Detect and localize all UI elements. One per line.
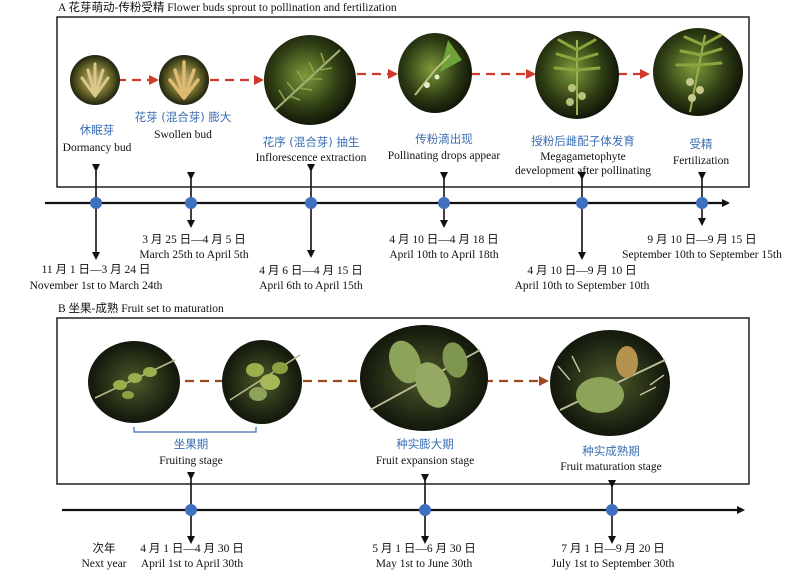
photo-dormancy-bud [70, 55, 120, 105]
node-a-2 [185, 197, 197, 209]
date-a-5-cn: 4 月 10 日—9 月 10 日 [527, 265, 636, 277]
stage-a-3-en: Inflorescence extraction [256, 152, 367, 164]
next-year-en: Next year [81, 558, 126, 570]
node-b-3 [606, 504, 618, 516]
date-a-3-en: April 6th to April 15th [259, 280, 363, 292]
panel-a-arrows [117, 69, 650, 85]
stage-b-1-en: Fruiting stage [159, 455, 223, 467]
photo-fruit-expansion [360, 325, 488, 431]
stage-a-4-en: Pollinating drops appear [388, 150, 501, 162]
date-a-2-cn: 3 月 25 日—4 月 5 日 [142, 234, 246, 246]
date-a-3-cn: 4 月 6 日—4 月 15 日 [259, 265, 363, 277]
stage-a-2-cn: 花芽 (混合芽) 膨大 [135, 110, 232, 124]
panel-b-frame [56, 317, 750, 485]
date-b-2-en: May 1st to June 30th [376, 558, 473, 570]
panel-a-frame [56, 16, 750, 188]
node-b-2 [419, 504, 431, 516]
date-a-6-cn: 9 月 10 日—9 月 15 日 [647, 234, 756, 246]
next-year-cn: 次年 [93, 541, 116, 555]
stage-a-1-en: Dormancy bud [63, 142, 132, 154]
date-a-1-en: November 1st to March 24th [30, 280, 163, 292]
stage-b-3-cn: 种实成熟期 [582, 444, 640, 458]
stage-a-5-cn: 授粉后雌配子体发育 [531, 134, 635, 148]
photo-fruiting-1 [88, 341, 180, 423]
date-b-2-cn: 5 月 1 日—6 月 30 日 [372, 543, 476, 555]
node-a-1 [90, 197, 102, 209]
photo-inflorescence [264, 35, 356, 125]
timeline-b-nodes [185, 504, 618, 516]
date-a-4-en: April 10th to April 18th [389, 249, 499, 261]
date-b-3-en: July 1st to September 30th [552, 558, 675, 570]
stage-b-1-cn: 坐果期 [174, 437, 209, 451]
date-a-5-en: April 10th to September 10th [515, 280, 650, 292]
stage-a-5-en: Megagametophyte [540, 151, 626, 163]
stage-a-5-en2: development after pollinating [515, 165, 651, 177]
stage-a-4-cn: 传粉滴出现 [415, 132, 473, 146]
stage-b-2-en: Fruit expansion stage [376, 455, 474, 467]
node-a-6 [696, 197, 708, 209]
date-b-3-cn: 7 月 1 日—9 月 20 日 [561, 543, 665, 555]
stage-b-3-en: Fruit maturation stage [560, 461, 662, 473]
date-b-1-cn: 4 月 1 日—4 月 30 日 [140, 543, 244, 555]
stage-a-6-en: Fertilization [673, 155, 729, 167]
date-a-1-cn: 11 月 1 日—3 月 24 日 [42, 264, 151, 276]
fruiting-bracket [133, 427, 257, 433]
stage-a-1-cn: 休眠芽 [80, 123, 115, 137]
stage-a-6-cn: 受精 [690, 137, 713, 151]
photo-fertilization [653, 28, 743, 116]
photo-pollinating-drops [398, 33, 472, 113]
stage-b-2-cn: 种实膨大期 [396, 437, 454, 451]
photo-swollen-bud [159, 55, 209, 105]
panel-b-title: B 坐果-成熟 Fruit set to maturation [58, 301, 224, 315]
date-a-2-en: March 25th to April 5th [139, 249, 248, 261]
node-a-4 [438, 197, 450, 209]
date-b-1-en: April 1st to April 30th [141, 558, 243, 570]
stage-a-2-en: Swollen bud [154, 129, 212, 141]
date-a-6-en: September 10th to September 15th [622, 249, 782, 261]
timeline-a-nodes [90, 197, 708, 209]
node-a-3 [305, 197, 317, 209]
panel-a-title: A 花芽萌动-传粉受精 Flower buds sprout to pollin… [58, 0, 397, 14]
node-b-1 [185, 504, 197, 516]
photo-fruiting-2 [222, 340, 302, 424]
date-a-4-cn: 4 月 10 日—4 月 18 日 [389, 234, 498, 246]
photo-megagametophyte [535, 31, 619, 119]
stage-a-3-cn: 花序 (混合芽) 抽生 [263, 135, 360, 149]
photo-fruit-maturation [550, 330, 670, 436]
node-a-5 [576, 197, 588, 209]
